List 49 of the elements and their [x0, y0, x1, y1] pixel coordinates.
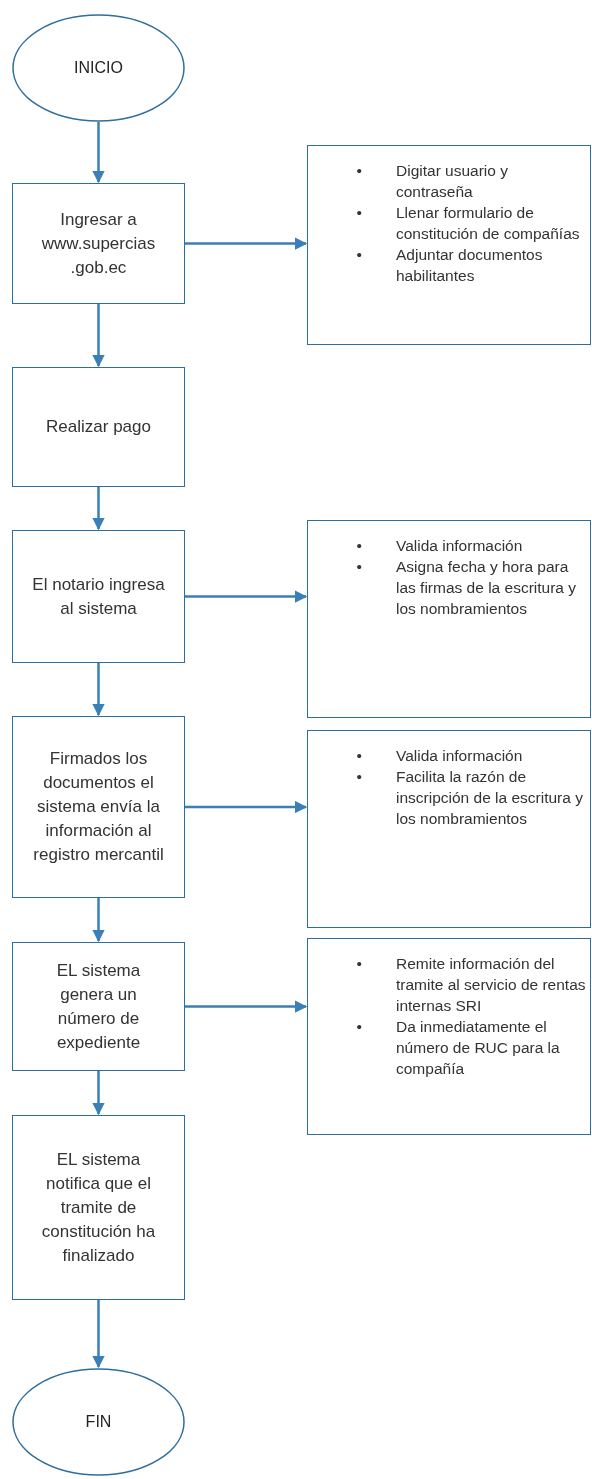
- bullet-marker: •: [356, 203, 363, 223]
- bullet-marker: •: [356, 767, 363, 787]
- bullet-item: Adjuntar documentos habilitantes: [395, 245, 544, 286]
- terminal-label: INICIO: [74, 58, 123, 78]
- notes-box: [307, 520, 591, 718]
- bullet-item: Valida información: [395, 536, 524, 556]
- bullet-marker: •: [356, 557, 363, 577]
- bullet-marker: •: [356, 161, 363, 181]
- step-label: EL sistema genera un número de expediente: [55, 959, 142, 1054]
- step-label: El notario ingresa al sistema: [31, 573, 166, 620]
- bullet-item: Valida información: [395, 746, 524, 766]
- notes-box: [307, 730, 591, 928]
- notes-box: [307, 938, 591, 1135]
- process-box: [12, 1115, 185, 1300]
- arrow: [92, 1300, 105, 1369]
- bullet-item: Asigna fecha y hora para las firmas de la escritura y los nombramientos: [395, 557, 578, 619]
- terminal-ellipse: [12, 14, 185, 122]
- process-box: [12, 183, 185, 304]
- arrow: [185, 237, 308, 250]
- bullet-marker: •: [356, 1017, 363, 1037]
- bullet-marker: •: [356, 245, 363, 265]
- bullet-item: Digitar usuario y contraseña: [395, 161, 509, 202]
- bullet-item: Llenar formulario de constitución de compañías: [395, 203, 581, 244]
- arrow: [92, 304, 105, 368]
- bullet-marker: •: [356, 536, 363, 556]
- arrow: [92, 487, 105, 531]
- bullet-marker: •: [356, 954, 363, 974]
- arrow: [92, 1071, 105, 1116]
- step-label: Realizar pago: [46, 416, 151, 438]
- step-label: EL sistema notifica que el tramite de constitución ha finalizado: [40, 1148, 157, 1267]
- arrow: [92, 122, 105, 184]
- terminal-label: FIN: [85, 1412, 112, 1432]
- process-box: [12, 942, 185, 1071]
- process-box: [12, 367, 185, 487]
- bullet-marker: •: [356, 746, 363, 766]
- bullet-item: Da inmediatamente el número de RUC para la compañía: [395, 1017, 561, 1079]
- process-box: [12, 530, 185, 663]
- arrow: [92, 663, 105, 717]
- step-label: Firmados los documentos el sistema envía la información al registro mercantil: [32, 748, 165, 866]
- terminal-ellipse: [12, 1368, 185, 1476]
- step-label: Ingresar a www.supercias .gob.ec: [40, 208, 157, 279]
- arrow: [92, 898, 105, 943]
- notes-box: [307, 145, 591, 345]
- arrow: [185, 1000, 308, 1013]
- arrow: [185, 800, 308, 814]
- arrow: [185, 590, 308, 603]
- bullet-item: Facilita la razón de inscripción de la escritura y los nombramientos: [395, 767, 584, 829]
- bullet-item: Remite información del tramite al servicio de rentas internas SRI: [395, 954, 586, 1016]
- process-box: [12, 716, 185, 898]
